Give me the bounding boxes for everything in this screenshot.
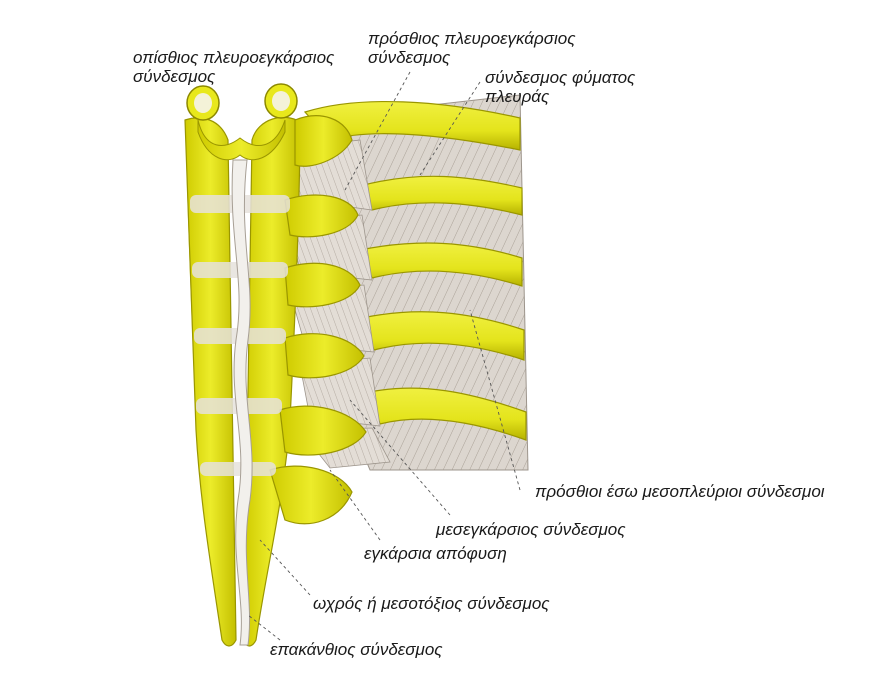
label-intertransverse: μεσεγκάρσιος σύνδεσμος xyxy=(436,520,626,539)
label-tubercle-ligament-line1: σύνδεσμος φύματος xyxy=(485,68,636,87)
label-tubercle-ligament-line2: πλευράς xyxy=(485,87,550,106)
supraspinous-ligament xyxy=(231,159,253,646)
label-anterior-costotransverse: πρόσθιος πλευροεγκάρσιος σύνδεσμος xyxy=(368,29,576,67)
vertebral-column-left xyxy=(184,117,237,647)
rib-1 xyxy=(303,100,521,151)
rib-heads xyxy=(186,83,298,121)
vertebral-arch-top xyxy=(197,119,286,161)
label-anterior-costotransverse-line2: σύνδεσμος xyxy=(368,48,451,67)
label-internal-intercostal: πρόσθιοι έσω μεσοπλεύριοι σύνδεσμοι xyxy=(535,482,825,501)
ribs xyxy=(303,100,527,441)
label-posterior-costotransverse-line2: σύνδεσμος xyxy=(133,67,216,86)
rib-3 xyxy=(359,242,523,287)
label-anterior-costotransverse-line1: πρόσθιος πλευροεγκάρσιος xyxy=(368,29,576,48)
label-ligamentum-flavum: ωχρός ή μεσοτόξιος σύνδεσμος xyxy=(313,594,550,613)
leader-lines xyxy=(247,71,521,641)
label-posterior-costotransverse-line1: οπίσθιος πλευροεγκάρσιος xyxy=(133,48,335,67)
rib-2 xyxy=(359,175,523,216)
label-tubercle-ligament: σύνδεσμος φύματος πλευράς xyxy=(485,68,635,106)
label-posterior-costotransverse: οπίσθιος πλευροεγκάρσιος σύνδεσμος xyxy=(133,48,334,86)
label-transverse-process: εγκάρσια απόφυση xyxy=(364,544,507,563)
transverse-processes xyxy=(269,115,367,525)
rib-4 xyxy=(361,311,525,361)
label-supraspinous: επακάνθιος σύνδεσμος xyxy=(270,640,443,659)
rib-5 xyxy=(369,387,527,441)
